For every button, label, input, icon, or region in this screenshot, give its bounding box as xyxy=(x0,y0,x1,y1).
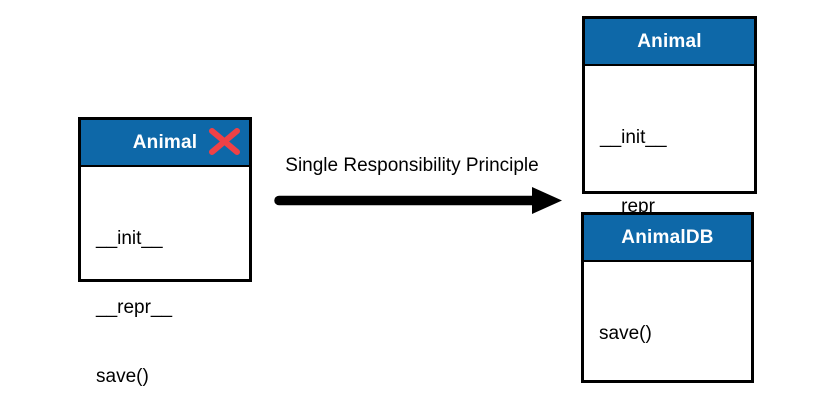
x-mark-icon xyxy=(209,128,240,155)
arrow-label: Single Responsibility Principle xyxy=(285,155,539,176)
class-header: AnimalDB xyxy=(584,215,751,262)
class-title: Animal xyxy=(637,30,702,52)
class-header: Animal xyxy=(81,120,249,167)
class-box-animaldb-after: AnimalDB save() xyxy=(581,212,754,383)
class-member: __repr__ xyxy=(600,196,677,217)
class-member: __init__ xyxy=(96,228,163,249)
class-header: Animal xyxy=(585,19,754,66)
class-box-animal-after: Animal __init__ __repr__ xyxy=(582,16,757,217)
class-members: __init__ __repr__ save() xyxy=(81,167,249,400)
class-title: Animal xyxy=(132,131,198,153)
right-arrow-icon xyxy=(274,187,562,214)
class-member: save() xyxy=(96,366,149,387)
class-members: save() xyxy=(584,262,751,391)
class-members: __init__ __repr__ xyxy=(585,66,754,264)
class-title: AnimalDB xyxy=(621,226,714,248)
class-box-animal-before: Animal __init__ __repr__ save() xyxy=(78,117,252,387)
class-member: __repr__ xyxy=(96,297,173,318)
class-member: __init__ xyxy=(600,127,667,148)
class-member: save() xyxy=(599,323,652,344)
